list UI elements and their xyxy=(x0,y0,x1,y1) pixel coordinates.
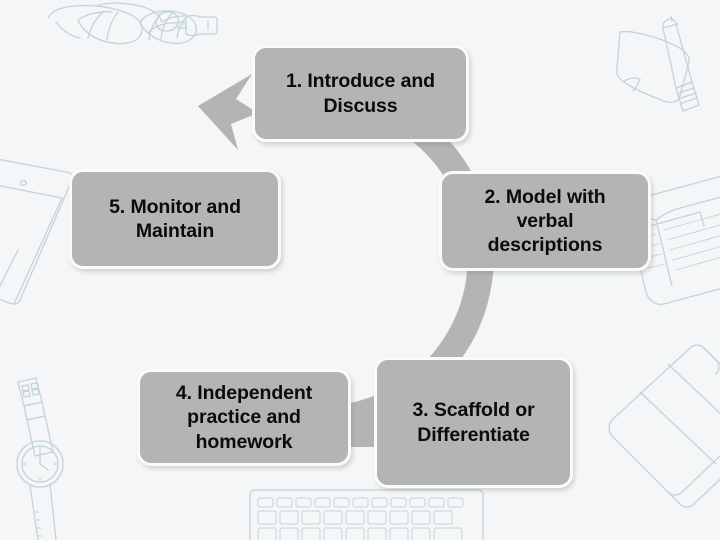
cycle-step-2[interactable]: 2. Model with verbal descriptions xyxy=(439,171,651,271)
sticky-note-icon xyxy=(616,30,690,103)
cycle-step-3-label: 3. Scaffold or Differentiate xyxy=(412,399,535,446)
sunglasses-icon xyxy=(47,2,198,45)
cycle-step-4[interactable]: 4. Independent practice and homework xyxy=(137,369,351,466)
cycle-step-1[interactable]: 1. Introduce and Discuss xyxy=(252,45,469,142)
notebook-icon xyxy=(608,344,720,508)
cycle-step-2-label: 2. Model with verbal descriptions xyxy=(484,185,606,257)
pen-icon xyxy=(662,15,700,112)
cycle-arrowhead xyxy=(198,74,258,150)
wristwatch-icon xyxy=(16,377,64,540)
keyboard-icon xyxy=(249,489,484,540)
cycle-step-3[interactable]: 3. Scaffold or Differentiate xyxy=(374,357,573,488)
cycle-step-5-label: 5. Monitor and Maintain xyxy=(109,195,241,242)
cycle-step-5[interactable]: 5. Monitor and Maintain xyxy=(69,169,281,269)
cycle-step-4-label: 4. Independent practice and homework xyxy=(175,382,313,453)
tablet-icon xyxy=(0,158,74,305)
usb-drive-icon xyxy=(155,11,218,37)
cycle-step-1-label: 1. Introduce and Discuss xyxy=(285,70,435,117)
